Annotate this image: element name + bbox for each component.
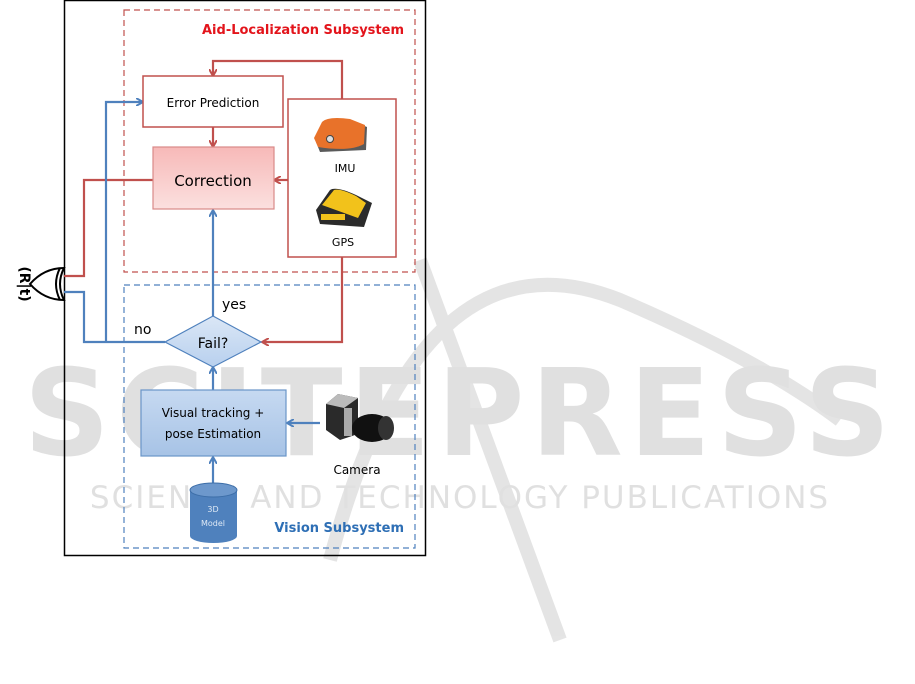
error-prediction-box (142, 75, 284, 128)
gps-label: GPS (332, 236, 354, 249)
no-output-line (64, 290, 165, 344)
camera-icon (326, 394, 394, 442)
fail-label: Fail? (198, 336, 229, 352)
yes-label: yes (222, 297, 246, 313)
model-label-2: Model (201, 519, 225, 528)
camera-label: Camera (333, 463, 380, 477)
vision-subsystem-title: Vision Subsystem (274, 521, 404, 536)
aid-localization-subsystem-box (123, 9, 416, 273)
no-to-error-prediction-arrow (104, 102, 142, 342)
error-prediction-label: Error Prediction (167, 96, 260, 110)
correction-output-line (64, 178, 153, 278)
vision-subsystem-box (123, 284, 416, 549)
3d-model-database-icon (189, 482, 238, 544)
correction-box (152, 146, 275, 210)
model-label-1: 3D (207, 505, 218, 514)
gps-icon (316, 188, 372, 227)
or-gate-icon (28, 266, 66, 302)
sensor-to-error-prediction-arrow (213, 59, 344, 99)
outer-frame (63, 0, 427, 557)
correction-label: Correction (174, 172, 252, 190)
fail-decision (163, 315, 263, 368)
no-label: no (134, 322, 151, 338)
visual-tracking-label-2: pose Estimation (165, 427, 261, 441)
imu-icon (314, 118, 367, 152)
output-label: (R|t) (16, 266, 32, 301)
visual-tracking-label-1: Visual tracking + (162, 406, 265, 420)
aid-localization-title: Aid-Localization Subsystem (202, 23, 404, 38)
visual-tracking-box (140, 389, 287, 457)
imu-label: IMU (335, 162, 356, 175)
sensor-to-fail-arrow (263, 257, 344, 342)
